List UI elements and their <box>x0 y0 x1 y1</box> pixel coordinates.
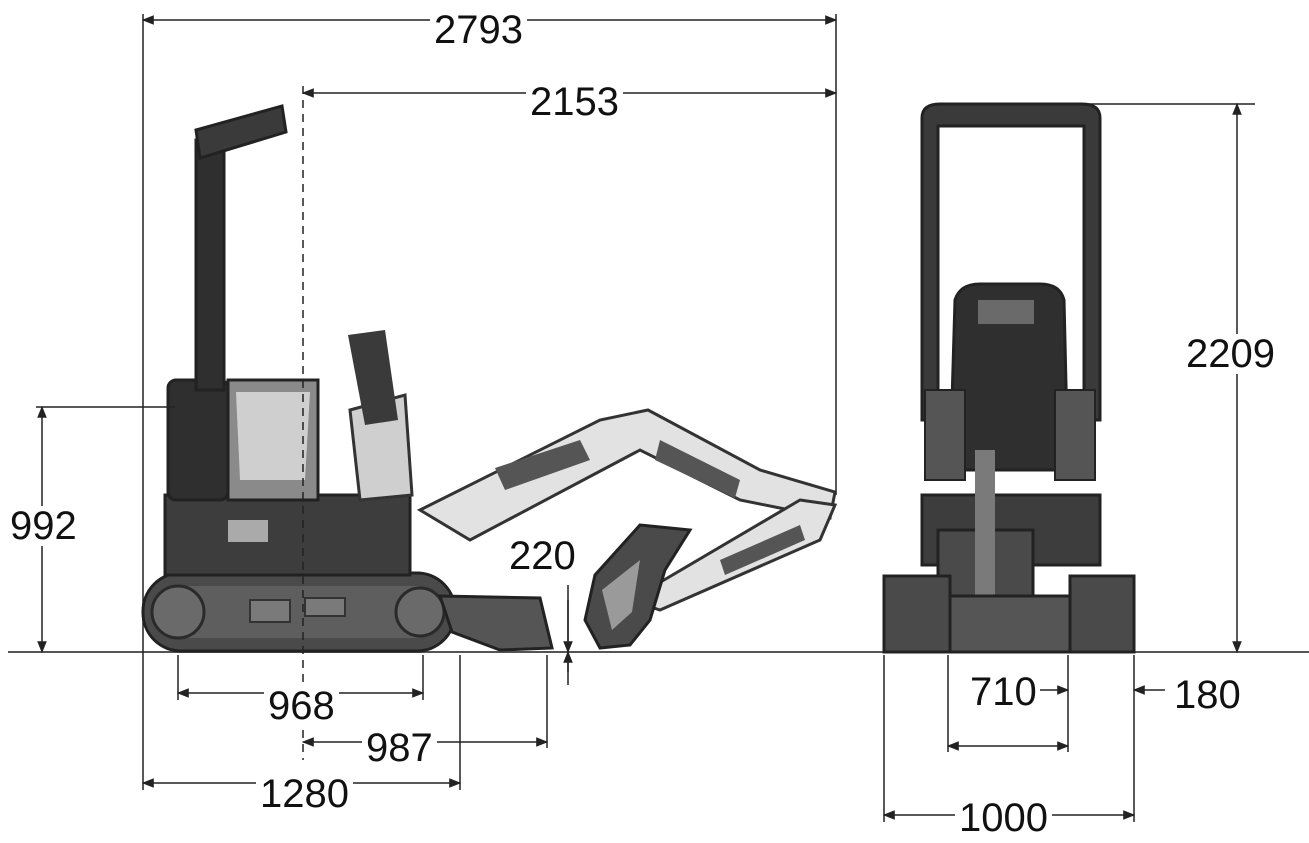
dim-overall-width: 1000 <box>955 798 1052 838</box>
front-view-excavator <box>882 102 1136 654</box>
dim-rear-length: 1280 <box>256 774 353 814</box>
upper-body <box>163 493 412 577</box>
dim-track-width: 180 <box>1174 673 1241 717</box>
dim-blade-offset: 987 <box>362 728 437 768</box>
front-track-right <box>1068 574 1136 654</box>
dim-overall-height: 2209 <box>1182 334 1279 374</box>
side-view-excavator <box>141 104 838 653</box>
dim-front-reach: 2153 <box>526 82 623 122</box>
dim-track-gauge-inner: 710 <box>970 670 1037 714</box>
dim-blade-drop: 220 <box>509 534 576 578</box>
dozer-blade <box>437 594 554 652</box>
dim-height-cab: 992 <box>6 506 81 546</box>
dim-track-center-length: 968 <box>264 686 339 726</box>
rops-pillar <box>194 138 226 392</box>
front-track-left <box>882 574 952 654</box>
front-rops <box>920 102 1102 422</box>
dim-overall-length: 2793 <box>430 10 527 50</box>
